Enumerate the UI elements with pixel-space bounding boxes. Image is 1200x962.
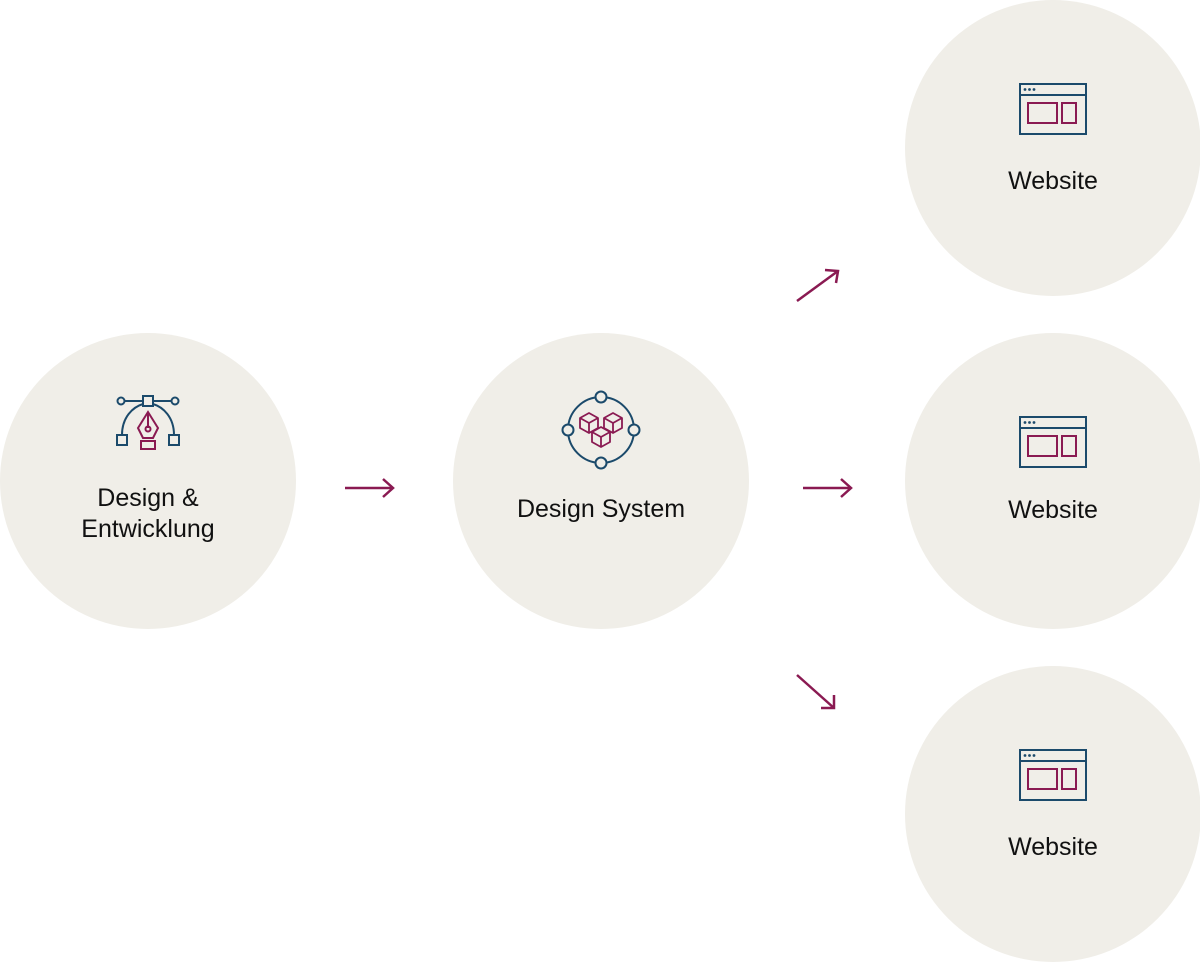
browser-window-icon	[1019, 749, 1087, 801]
node-design-entwicklung: Design & Entwicklung	[0, 333, 296, 629]
node-label-website: Website	[1008, 496, 1098, 524]
node-website-1: Website	[905, 0, 1200, 296]
node-website-2: Website	[905, 333, 1200, 629]
arrow-right-icon	[345, 478, 395, 498]
browser-window-icon	[1019, 416, 1087, 468]
node-label-website: Website	[1008, 167, 1098, 195]
node-design-system: Design System	[453, 333, 749, 629]
component-cubes-icon	[561, 390, 641, 470]
browser-window-icon	[1019, 83, 1087, 135]
arrow-up-right-icon	[796, 268, 840, 303]
arrow-right-icon	[803, 478, 853, 498]
node-website-3: Website	[905, 666, 1200, 962]
node-label-system: Design System	[516, 495, 686, 523]
pen-tool-icon	[116, 395, 180, 450]
node-label-design: Design & Entwicklung	[81, 484, 215, 543]
node-label-website: Website	[1008, 833, 1098, 861]
arrow-down-right-icon	[796, 674, 836, 710]
